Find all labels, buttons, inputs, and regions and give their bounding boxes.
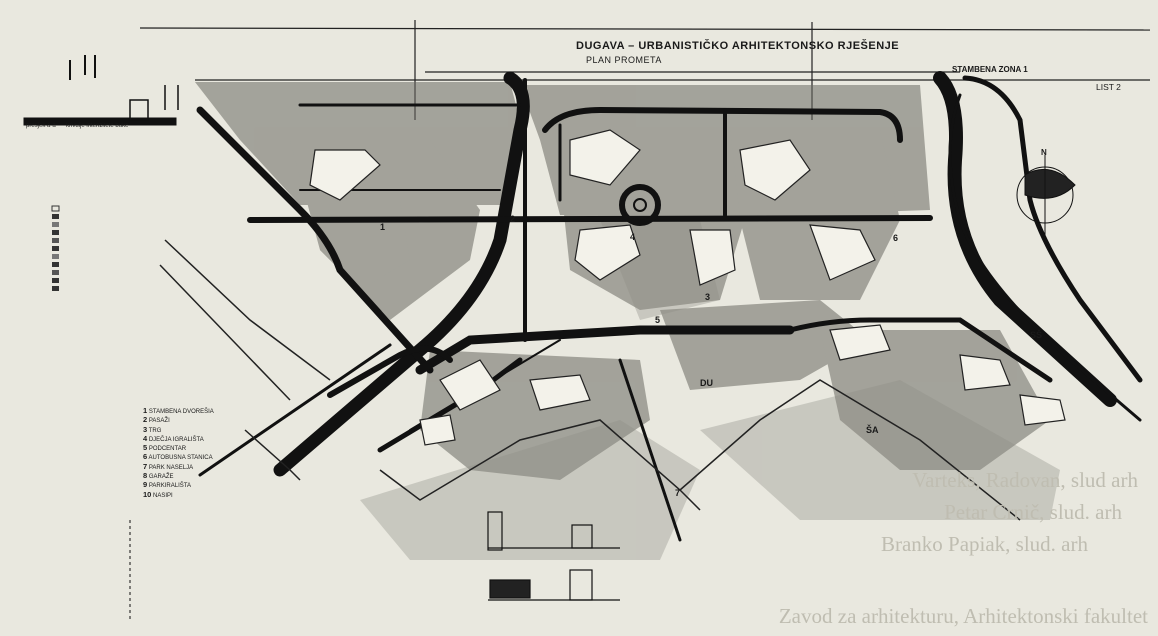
north-label: N — [1041, 148, 1047, 157]
background-page-text: Branko Papiak, slud. arh — [880, 532, 1088, 556]
section-drawing — [23, 55, 179, 126]
map-marker: 2 — [510, 214, 516, 224]
frame-lines — [139, 20, 1151, 120]
legend-item: 1 STAMBENA DVOREŠIA — [143, 406, 214, 415]
section-label: presjek a-a — [26, 123, 56, 129]
background-page-text: Varteks, Radovan, slud arh — [912, 468, 1138, 492]
legend-item: 4 DJEČJA IGRALIŠTA — [143, 433, 204, 443]
plan-title: DUGAVA – URBANISTIČKO ARHITEKTONSKO RJEŠ… — [576, 40, 900, 52]
background-page-text: Petar Crnič, slud. arh — [944, 500, 1122, 524]
area-label: SŠ — [1030, 330, 1043, 340]
legend-swatches — [51, 205, 60, 291]
legend-item: 8 GARAŽE — [143, 471, 174, 481]
roundabout — [619, 184, 661, 226]
map-marker: 1 — [380, 222, 386, 232]
map-marker: 6 — [893, 233, 899, 243]
map-marker: 4 — [630, 232, 636, 242]
legend-item: 5 PODCENTAR — [143, 443, 187, 453]
legend-item: 7 PARK NASELJA — [143, 461, 194, 471]
map-marker: 7 — [675, 488, 681, 498]
legend-item: 10 NASIPI — [143, 489, 173, 499]
background-page-text: Zavod za arhitekturu, Arhitektonski faku… — [778, 604, 1148, 628]
legend-item: 9 PARKIRALIŠTA — [143, 480, 191, 490]
north-arrow-icon — [1016, 155, 1076, 240]
legend-item: 2 PASAŽI — [143, 415, 170, 425]
section-label-noise: krivulje intenzitete buke — [66, 123, 129, 129]
zone-label: STAMBENA ZONA 1 — [952, 65, 1028, 74]
map-marker: 5 — [655, 315, 661, 325]
area-label: ŠA — [866, 425, 879, 435]
plan-legend: 1 STAMBENA DVOREŠIA 2 PASAŽI 3 TRG 4 DJE… — [143, 406, 214, 500]
legend-item: 6 AUTOBUSNA STANICA — [143, 452, 213, 462]
plan-subtitle: PLAN PROMETA — [586, 55, 662, 65]
site-boundary — [159, 239, 1021, 521]
road-network — [196, 71, 1143, 542]
elevation-sketches — [487, 511, 620, 601]
legend-item: 3 TRG — [143, 424, 162, 434]
sheet-label: LIST 2 — [1096, 82, 1121, 92]
area-label: DU — [700, 378, 713, 388]
map-marker: 3 — [705, 292, 711, 302]
building-blocks — [309, 129, 1066, 446]
